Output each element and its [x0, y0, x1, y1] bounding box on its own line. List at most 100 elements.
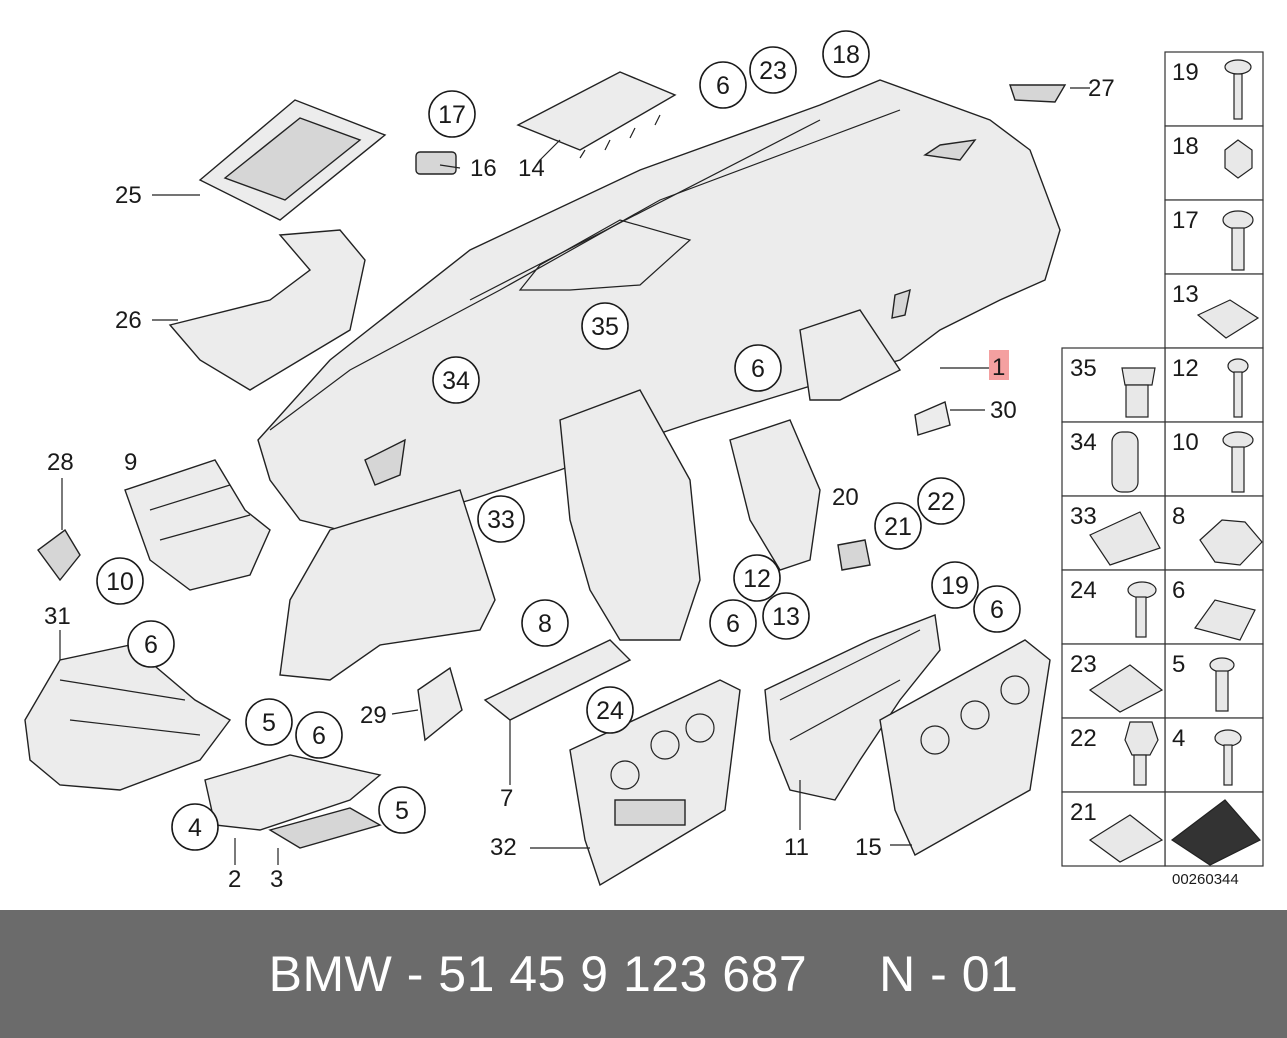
part-9-bracket [124, 459, 271, 591]
label-30: 30 [990, 397, 1017, 424]
callout-13: 13 [762, 592, 810, 640]
part-30-cover [914, 401, 951, 436]
leader-lines [59, 87, 1090, 865]
part-15-center-panel [879, 639, 1051, 856]
label-29: 29 [360, 702, 387, 729]
label-7: 7 [500, 785, 513, 812]
table-label-22: 22 [1070, 725, 1097, 752]
svg-text:6: 6 [751, 355, 765, 383]
label-11: 11 [784, 834, 809, 861]
label-27: 27 [1088, 75, 1115, 102]
table-label-13: 13 [1172, 281, 1199, 308]
label-9: 9 [124, 449, 137, 476]
svg-text:8: 8 [538, 610, 552, 638]
part-16-clip [415, 151, 457, 175]
table-label-19: 19 [1172, 59, 1199, 86]
svg-text:4: 4 [188, 814, 202, 842]
table-label-18: 18 [1172, 133, 1199, 160]
table-label-8: 8 [1172, 503, 1185, 530]
svg-text:5: 5 [395, 797, 409, 825]
part-28-vent [37, 528, 81, 582]
label-26: 26 [115, 307, 142, 334]
callout-6: 6 [127, 620, 175, 668]
table-label-33: 33 [1070, 503, 1097, 530]
parts-diagram: 17 6 23 18 35 34 6 22 21 33 10 6 8 6 13 … [24, 30, 1264, 893]
svg-text:6: 6 [312, 722, 326, 750]
diagram-id: 00260344 [1172, 871, 1239, 888]
table-label-34: 34 [1070, 429, 1097, 456]
label-20: 20 [832, 484, 859, 511]
part-20-clip [837, 539, 871, 571]
label-16: 16 [470, 155, 497, 182]
dashboard-panel [257, 79, 1061, 531]
callout-23: 23 [749, 46, 797, 94]
callout-8: 8 [521, 599, 569, 647]
part-number-title: BMW - 51 45 9 123 687 N - 01 [268, 946, 1019, 1002]
svg-text:34: 34 [442, 367, 470, 395]
svg-text:6: 6 [144, 631, 158, 659]
callout-24: 24 [586, 686, 634, 734]
svg-text:23: 23 [759, 57, 787, 85]
svg-text:5: 5 [262, 709, 276, 737]
table-label-35: 35 [1070, 355, 1097, 382]
callout-6: 6 [734, 344, 782, 392]
table-label-5: 5 [1172, 651, 1185, 678]
svg-text:22: 22 [927, 488, 955, 516]
label-1: 1 [992, 354, 1005, 381]
label-2: 2 [228, 866, 241, 893]
label-14: 14 [518, 155, 545, 182]
callout-6: 6 [295, 711, 343, 759]
part-14-cover [516, 71, 677, 159]
svg-text:6: 6 [990, 596, 1004, 624]
callout-18: 18 [822, 30, 870, 78]
svg-text:35: 35 [591, 313, 619, 341]
callout-6: 6 [973, 585, 1021, 633]
callout-33: 33 [477, 495, 525, 543]
callout-5: 5 [378, 786, 426, 834]
table-label-4: 4 [1172, 725, 1185, 752]
svg-text:24: 24 [596, 697, 624, 725]
part-25-frame [198, 99, 387, 221]
callout-34: 34 [432, 356, 480, 404]
label-28: 28 [47, 449, 74, 476]
table-label-6: 6 [1172, 577, 1185, 604]
label-31: 31 [44, 603, 71, 630]
svg-text:19: 19 [941, 572, 969, 600]
table-label-10: 10 [1172, 429, 1199, 456]
svg-text:17: 17 [438, 101, 466, 129]
part-3-mat [268, 807, 382, 849]
label-15: 15 [855, 834, 882, 861]
callout-4: 4 [171, 803, 219, 851]
callout-21: 21 [874, 502, 922, 550]
callout-22: 22 [917, 477, 965, 525]
callout-12: 12 [733, 554, 781, 602]
fastener-table: 19 18 17 13 12 10 8 6 5 4 35 34 33 24 23… [1061, 51, 1264, 888]
svg-text:21: 21 [884, 513, 912, 541]
part-31-glovebox [24, 644, 232, 791]
table-label-17: 17 [1172, 207, 1199, 234]
svg-text:6: 6 [716, 72, 730, 100]
table-label-12: 12 [1172, 355, 1199, 382]
callout-17: 17 [428, 90, 476, 138]
callout-10: 10 [96, 557, 144, 605]
svg-text:33: 33 [487, 506, 515, 534]
part-11-frame [764, 614, 941, 801]
part-7-strip [483, 639, 632, 721]
part-26-trim [168, 229, 366, 391]
callout-19: 19 [931, 561, 979, 609]
callout-5: 5 [245, 698, 293, 746]
callout-35: 35 [581, 302, 629, 350]
svg-text:6: 6 [726, 610, 740, 638]
table-label-21: 21 [1070, 799, 1097, 826]
svg-text:10: 10 [106, 568, 134, 596]
part-27-vent [1009, 84, 1067, 103]
callout-6: 6 [699, 61, 747, 109]
label-25: 25 [115, 182, 142, 209]
dashboard-lower-body [279, 309, 902, 681]
table-label-24: 24 [1070, 577, 1097, 604]
label-1-highlight [989, 350, 1009, 380]
svg-text:18: 18 [832, 41, 860, 69]
table-label-23: 23 [1070, 651, 1097, 678]
part-29-bracket [417, 666, 463, 742]
screw-icon [1088, 59, 1263, 866]
